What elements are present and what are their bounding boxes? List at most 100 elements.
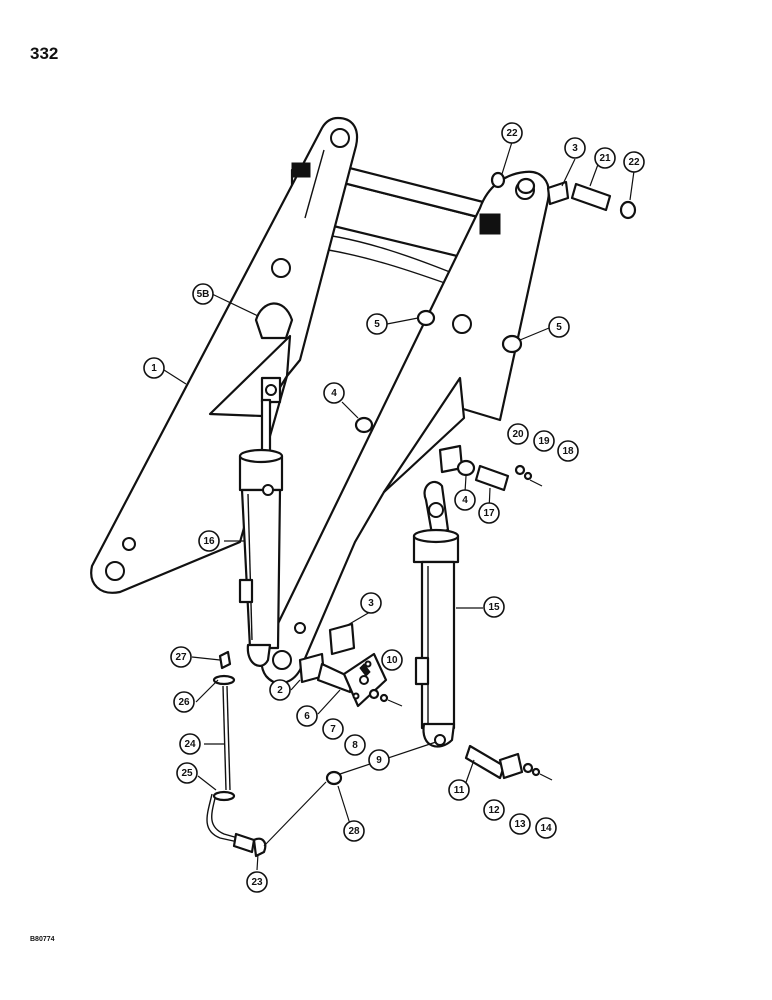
callout-c4b: 4 [454, 489, 476, 511]
callout-circle [483, 596, 505, 618]
callout-circle [344, 734, 366, 756]
left-loader-arm [90, 116, 359, 594]
callout-c11: 11 [448, 779, 470, 801]
callout-c4a: 4 [323, 382, 345, 404]
callout-c2: 2 [269, 679, 291, 701]
callout-label: 10 [386, 655, 398, 666]
callout-label: 4 [331, 388, 337, 399]
callout-label: 9 [376, 755, 382, 766]
callout-label: 28 [348, 826, 360, 837]
callout-circle [143, 357, 165, 379]
callout-c18: 18 [557, 440, 579, 462]
callout-label: 15 [488, 602, 500, 613]
callout-c24: 24 [179, 733, 201, 755]
callout-c25: 25 [176, 762, 198, 784]
callout-circle [594, 147, 616, 169]
callout-label: 18 [562, 446, 574, 457]
callout-circle [478, 502, 500, 524]
callout-label: 13 [514, 819, 526, 830]
callout-circle [296, 705, 318, 727]
callout-circle [360, 592, 382, 614]
callout-c10: 10 [381, 649, 403, 671]
callout-label: 24 [184, 739, 196, 750]
callout-circle [535, 817, 557, 839]
callout-c5a: 5 [366, 313, 388, 335]
callout-circle [322, 718, 344, 740]
callout-label: 14 [540, 823, 552, 834]
callout-c16: 16 [198, 530, 220, 552]
callout-circle [507, 423, 529, 445]
callout-label: 22 [506, 128, 518, 139]
callout-circle [323, 382, 345, 404]
callout-circle [368, 749, 390, 771]
right-loader-arm [260, 170, 550, 685]
figure-code: B80774 [30, 936, 55, 943]
callout-circle [170, 646, 192, 668]
callout-circle [176, 762, 198, 784]
callout-circle [548, 316, 570, 338]
callout-label: 3 [572, 143, 578, 154]
callout-label: 5 [374, 319, 380, 330]
callout-circle [198, 530, 220, 552]
callout-circle [448, 779, 470, 801]
callout-c21: 21 [594, 147, 616, 169]
callout-label: 16 [203, 536, 215, 547]
callout-label: 17 [483, 508, 495, 519]
callout-c27: 27 [170, 646, 192, 668]
pins-bushings [298, 171, 637, 781]
callout-c26: 26 [173, 691, 195, 713]
callout-c14: 14 [535, 817, 557, 839]
callout-c3b: 3 [360, 592, 382, 614]
callout-label: 3 [368, 598, 374, 609]
callout-circle [501, 122, 523, 144]
callout-label: 12 [488, 805, 500, 816]
callout-circle [192, 283, 214, 305]
callout-c13: 13 [509, 813, 531, 835]
callout-c3a: 3 [564, 137, 586, 159]
callout-label: 27 [175, 652, 187, 663]
callout-label: 6 [304, 711, 310, 722]
callout-circle [533, 430, 555, 452]
callout-c7: 7 [322, 718, 344, 740]
callout-c28: 28 [343, 820, 365, 842]
callout-label: 7 [330, 724, 336, 735]
callout-circle [366, 313, 388, 335]
callout-c23: 23 [246, 871, 268, 893]
callout-circle [179, 733, 201, 755]
callout-c22a: 22 [501, 122, 523, 144]
callout-circle [269, 679, 291, 701]
callout-label: 4 [462, 495, 468, 506]
grease-line-assembly [206, 650, 437, 858]
callout-c19: 19 [533, 430, 555, 452]
callout-circle [509, 813, 531, 835]
callout-c17: 17 [478, 502, 500, 524]
callout-circle [564, 137, 586, 159]
callout-c5c: 5B [192, 283, 214, 305]
callout-label: 1 [151, 363, 157, 374]
callout-label: 8 [352, 740, 358, 751]
callout-label: 26 [178, 697, 190, 708]
callout-c15: 15 [483, 596, 505, 618]
leader-lines [163, 141, 635, 871]
callout-c9: 9 [368, 749, 390, 771]
lift-cylinder-left [238, 398, 284, 667]
callout-label: 5 [556, 322, 562, 333]
callout-circle [246, 871, 268, 893]
callout-circle [454, 489, 476, 511]
callout-label: 25 [181, 768, 193, 779]
callout-c6: 6 [296, 705, 318, 727]
callout-c20: 20 [507, 423, 529, 445]
callout-c1: 1 [143, 357, 165, 379]
callout-circle [483, 799, 505, 821]
callout-label: 22 [628, 157, 640, 168]
callout-circle [557, 440, 579, 462]
callout-label: 21 [599, 153, 611, 164]
callout-c22b: 22 [623, 151, 645, 173]
page-number: 332 [30, 44, 59, 63]
callout-label: 2 [277, 685, 283, 696]
callout-label: 5B [197, 289, 210, 300]
callout-c5b: 5 [548, 316, 570, 338]
callout-c12: 12 [483, 799, 505, 821]
